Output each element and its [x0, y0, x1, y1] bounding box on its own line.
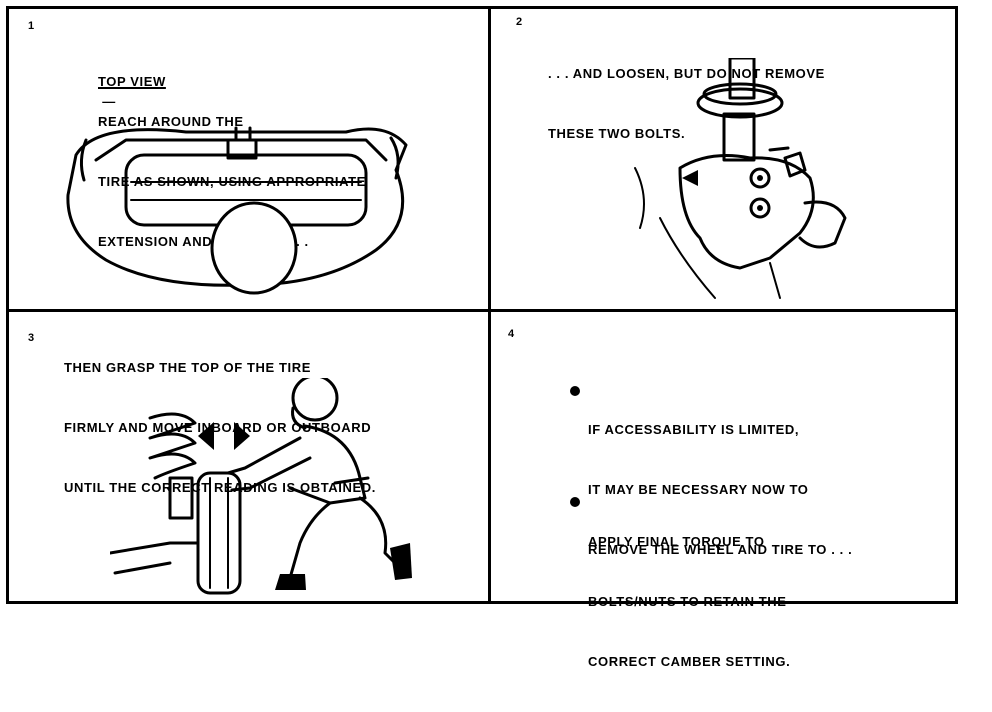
vertical-divider — [488, 6, 491, 604]
caption-line: THESE TWO BOLTS. — [548, 126, 686, 141]
bullet-line: IT MAY BE NECESSARY NOW TO — [588, 482, 809, 497]
top-view-tire-illustration — [66, 126, 408, 295]
caption-dash: — — [98, 94, 121, 109]
outer-frame — [6, 6, 958, 604]
horizontal-divider — [6, 309, 958, 312]
caption-line: REACH AROUND THE — [98, 114, 244, 129]
bullet-line: APPLY FINAL TORQUE TO — [588, 534, 765, 549]
top-view-label: TOP VIEW — [98, 74, 166, 89]
bullet-line: REMOVE THE WHEEL AND TIRE TO . . . — [588, 542, 853, 557]
bullet-dot — [570, 497, 580, 507]
bullet-line: CORRECT CAMBER SETTING. — [588, 654, 791, 669]
panel-number: 4 — [508, 328, 515, 340]
bullet-dot — [570, 386, 580, 396]
bullet-text: IF ACCESSABILITY IS LIMITED, IT MAY BE N… — [588, 380, 852, 600]
panel-number: 1 — [28, 20, 35, 32]
panel-number: 2 — [516, 16, 523, 28]
bullet-text: APPLY FINAL TORQUE TO BOLTS/NUTS TO RETA… — [588, 492, 790, 712]
panel-number: 3 — [28, 332, 35, 344]
bullet-line: IF ACCESSABILITY IS LIMITED, — [588, 422, 800, 437]
bullet-line: BOLTS/NUTS TO RETAIN THE — [588, 594, 787, 609]
instruction-sheet: 1 TOP VIEW — REACH AROUND THE TIRE AS SH… — [6, 6, 958, 669]
grasp-tire-illustration — [110, 378, 412, 595]
caption-line: THEN GRASP THE TOP OF THE TIRE — [64, 360, 311, 375]
strut-bolts-illustration — [634, 58, 847, 299]
